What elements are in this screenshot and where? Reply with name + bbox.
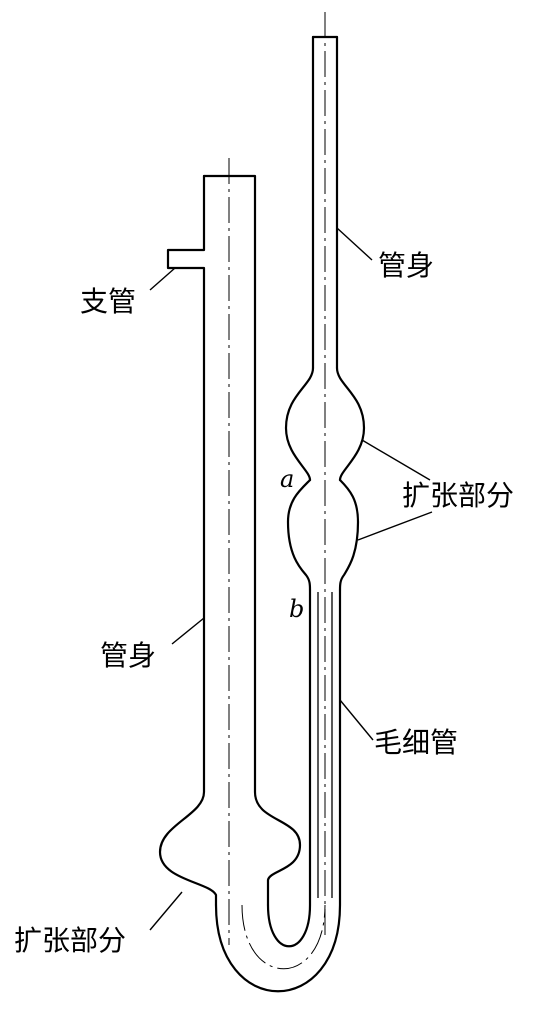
lower-bulb-right — [338, 478, 360, 592]
leader-right-body — [336, 227, 373, 261]
u-bend — [214, 588, 342, 993]
label-right-body: 管身 — [378, 249, 434, 282]
branch-tube — [168, 250, 204, 268]
lower-bulb-left — [286, 478, 312, 592]
left-tube-inner-wall — [158, 174, 218, 907]
leader-left-body — [171, 617, 205, 645]
u-bend-outer — [214, 588, 342, 993]
label-expansion-right: 扩张部分 — [402, 479, 514, 512]
label-expansion-bottom: 扩张部分 — [14, 924, 126, 957]
u-bend-centerline — [241, 904, 326, 970]
u-bend-inner — [266, 588, 312, 948]
leader-expansion-lower — [357, 511, 433, 541]
left-tube — [158, 174, 302, 907]
upper-bulb-right — [335, 366, 366, 482]
right-tube — [284, 35, 366, 898]
label-left-body: 管身 — [100, 639, 156, 672]
leader-expansion-bottom — [149, 891, 183, 931]
leader-branch — [149, 267, 176, 291]
left-tube-outer-wall — [202, 174, 302, 907]
upper-bulb-left — [284, 366, 315, 482]
leader-capillary — [339, 699, 374, 741]
label-branch-tube: 支管 — [80, 285, 136, 318]
label-mark-a: a — [280, 465, 294, 493]
label-capillary: 毛细管 — [374, 726, 458, 759]
label-mark-b: b — [289, 595, 304, 623]
leader-expansion-upper — [361, 439, 431, 481]
